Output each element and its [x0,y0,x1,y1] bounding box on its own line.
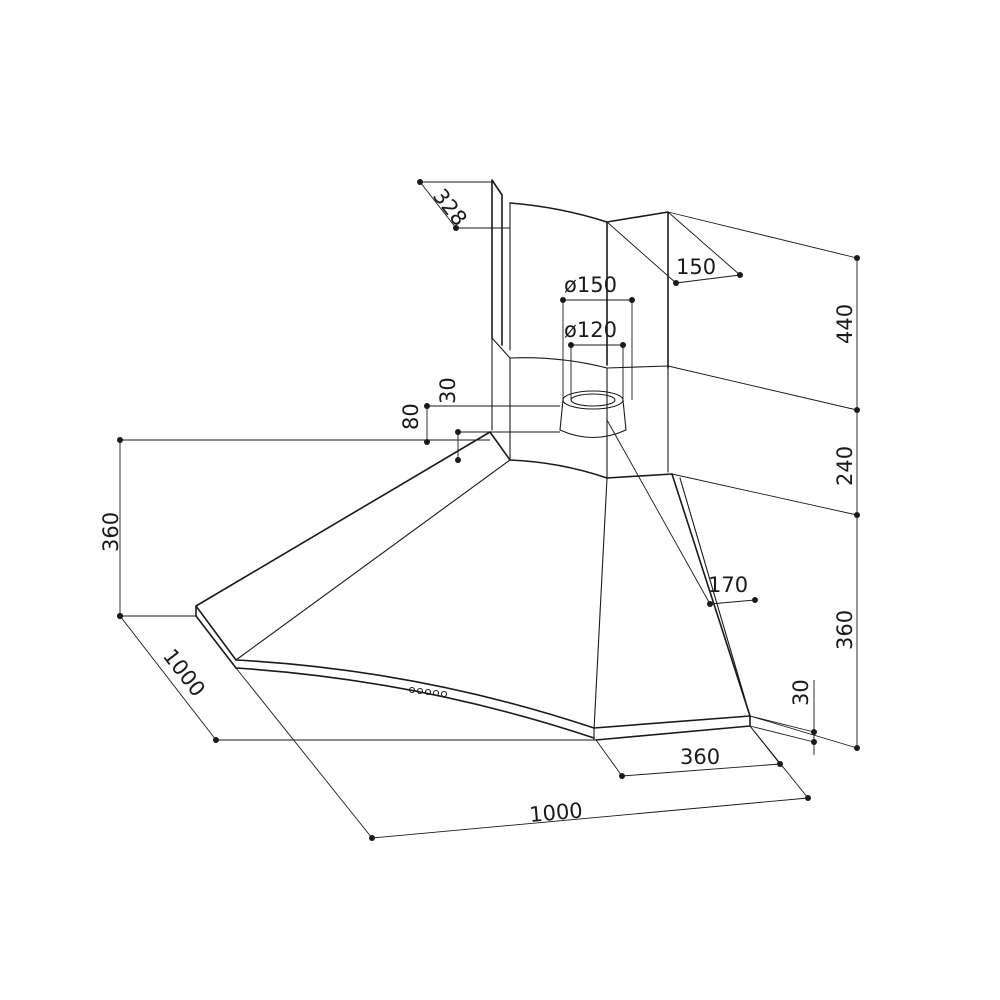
dimension-labels: 328 150 ø150 ø120 30 80 440 240 360 360 … [99,184,857,827]
dim-hood-height-right: 360 [833,610,857,650]
dim-hood-height-left: 360 [99,512,123,552]
dim-side-depth-right: 360 [680,745,720,769]
dim-outlet-inner-diameter: ø120 [564,318,617,342]
dim-rim-height: 30 [789,679,813,706]
dimension-lines [117,179,860,841]
dim-outlet-offset: 80 [399,403,423,430]
dim-chimney-depth: 328 [428,184,472,230]
dim-outlet-outer-diameter: ø150 [564,273,617,297]
dim-chimney-upper-height: 440 [833,304,857,344]
dim-outlet-height: 30 [436,377,460,404]
control-buttons [408,686,448,698]
dim-chimney-lower-height: 240 [833,446,857,486]
dim-side-length-bottom: 1000 [528,798,583,827]
outlet-collar [559,390,627,438]
hood-outline [195,179,751,741]
dim-chimney-width: 150 [676,255,716,279]
dim-side-length-left: 1000 [158,644,210,701]
dim-hood-front-step: 170 [708,573,748,597]
